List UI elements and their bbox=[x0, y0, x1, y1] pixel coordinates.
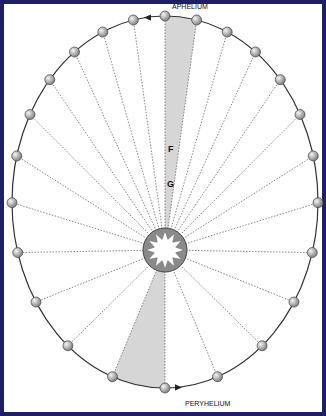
orbit bbox=[12, 16, 318, 388]
planet bbox=[307, 248, 317, 258]
planet bbox=[222, 27, 232, 37]
planet bbox=[7, 198, 17, 208]
planet bbox=[250, 47, 260, 57]
planet bbox=[295, 110, 305, 120]
sun-star bbox=[146, 231, 184, 269]
radius-line bbox=[165, 115, 300, 250]
planet bbox=[107, 372, 117, 382]
planet bbox=[213, 372, 223, 382]
planet bbox=[257, 341, 267, 351]
planet bbox=[45, 75, 55, 85]
area-letter: G bbox=[167, 180, 174, 189]
planet bbox=[289, 297, 299, 307]
planet bbox=[25, 110, 35, 120]
planet bbox=[313, 198, 323, 208]
radius-line bbox=[12, 203, 165, 250]
planet bbox=[70, 47, 80, 57]
planet bbox=[13, 248, 23, 258]
panel bbox=[4, 4, 322, 412]
planet bbox=[275, 75, 285, 85]
planet bbox=[12, 151, 22, 161]
radius-line bbox=[75, 52, 165, 250]
orbit-point-label: APHELIUM bbox=[172, 3, 208, 10]
planet bbox=[160, 11, 170, 21]
radius-line bbox=[133, 20, 165, 250]
swept-area bbox=[165, 16, 197, 250]
direction-arrow bbox=[175, 384, 182, 390]
planet bbox=[160, 383, 170, 393]
orbit-point-label: PERYHELIUM bbox=[185, 400, 230, 407]
radius-line bbox=[165, 156, 313, 250]
direction-arrow bbox=[144, 14, 151, 20]
planet bbox=[192, 15, 202, 25]
area-letter: F bbox=[168, 145, 174, 154]
radius-line bbox=[165, 16, 166, 250]
radius-line bbox=[165, 20, 197, 250]
radius-line bbox=[165, 80, 280, 250]
planet bbox=[63, 341, 73, 351]
radius-line bbox=[50, 80, 165, 250]
planet bbox=[308, 151, 318, 161]
radius-line bbox=[165, 32, 227, 250]
planet bbox=[128, 15, 138, 25]
radius-line bbox=[30, 115, 165, 250]
radius-line bbox=[103, 32, 165, 250]
radius-line bbox=[165, 203, 318, 250]
planet bbox=[98, 27, 108, 37]
radius-line bbox=[17, 156, 165, 250]
sun bbox=[143, 228, 187, 272]
planet bbox=[31, 297, 41, 307]
